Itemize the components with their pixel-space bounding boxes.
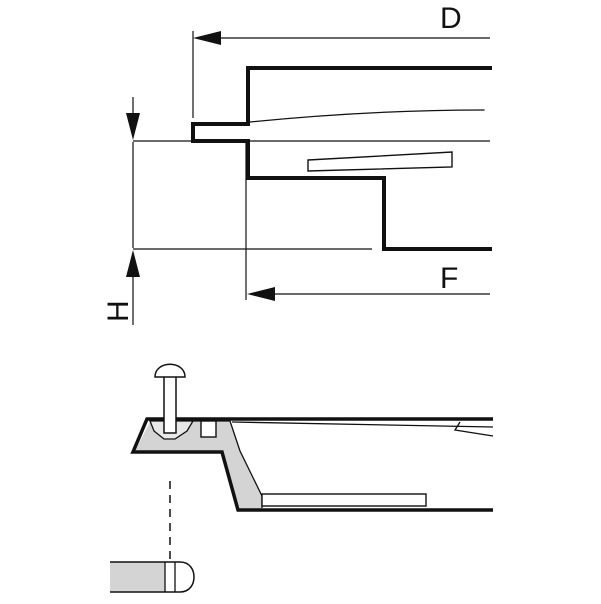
inner-wall-line [231, 421, 494, 428]
profile-section [191, 66, 492, 251]
wedge-insert [307, 151, 453, 172]
arrow-down-icon [126, 113, 140, 140]
arrow-up-icon [126, 250, 140, 277]
bracket-gray [134, 420, 262, 510]
bottom-rail [261, 493, 427, 507]
pin-body [110, 562, 165, 592]
inner-wall-end [453, 421, 494, 437]
dimension-h [126, 97, 490, 325]
arrow-left-icon [193, 31, 221, 45]
label-f: F [440, 262, 458, 295]
inner-taper-line [249, 109, 485, 123]
rivet-shank [163, 374, 177, 434]
label-d: D [440, 2, 462, 35]
pin-outline [110, 561, 195, 593]
arrow-left-icon [247, 287, 275, 301]
profile-outline [191, 66, 492, 251]
pin-detail [110, 561, 195, 593]
square-block [200, 420, 217, 438]
rivet-head [154, 363, 186, 378]
label-h: H [102, 300, 135, 322]
dimension-f [245, 142, 490, 301]
assembly-section [130, 363, 494, 562]
tray-outline [130, 417, 493, 512]
dimension-d [192, 31, 490, 118]
